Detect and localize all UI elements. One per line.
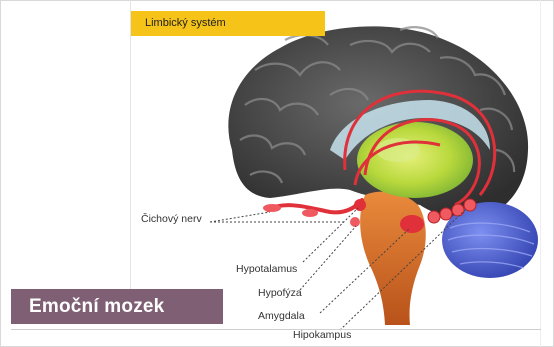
label-amygdala: Amygdala xyxy=(258,310,305,322)
thalamus xyxy=(357,122,473,198)
label-hypothalamus: Hypotalamus xyxy=(236,263,297,275)
amygdala xyxy=(400,215,424,233)
pituitary xyxy=(350,217,360,227)
label-olfactory-nerve: Čichový nerv xyxy=(141,212,202,225)
bottom-divider xyxy=(11,329,541,330)
label-pituitary: Hypofýza xyxy=(258,287,302,299)
title-banner: Emoční mozek xyxy=(11,289,223,324)
hypothalamus xyxy=(354,199,366,211)
label-hippocampus: Hipokampus xyxy=(293,329,351,341)
brainstem xyxy=(360,192,426,325)
section-tag: Limbický systém xyxy=(131,11,325,36)
